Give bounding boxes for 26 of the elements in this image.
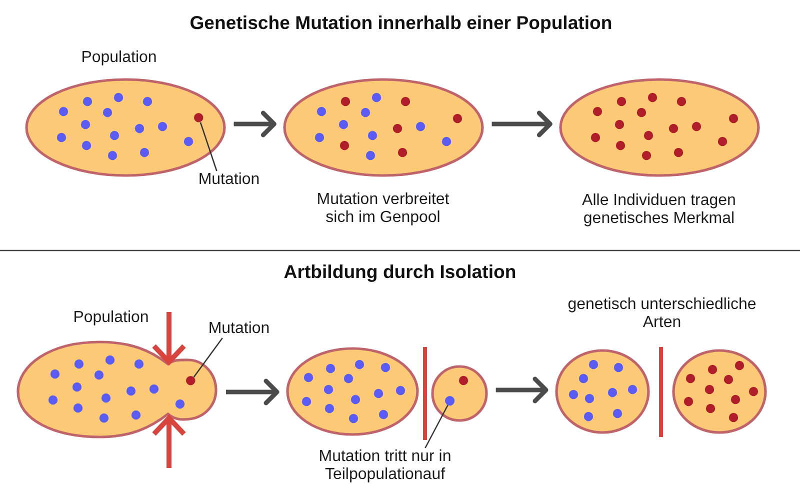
callout-label: Mutation tritt nur in Teilpopulationauf xyxy=(318,448,452,484)
population-ellipse xyxy=(558,78,760,176)
leader-line xyxy=(193,338,223,378)
callout-label: Mutation xyxy=(208,320,270,338)
mutation-dot xyxy=(186,376,196,386)
population-circle xyxy=(430,364,488,422)
callout-label: Mutation xyxy=(198,171,260,189)
title: Genetische Mutation innerhalb einer Population xyxy=(190,12,612,34)
arrow xyxy=(496,376,548,404)
group-label: genetisch unterschiedliche Arten xyxy=(567,296,757,332)
leader-line xyxy=(424,404,448,448)
population-label: Population xyxy=(73,309,149,327)
individual-dot xyxy=(445,396,455,406)
population-ellipse xyxy=(282,78,484,176)
population-ellipse xyxy=(672,348,766,434)
population-label: Population xyxy=(81,49,157,67)
description-text: Alle Individuen tragen genetisches Merkmal xyxy=(582,192,736,228)
leader-line xyxy=(200,122,218,172)
arrow xyxy=(234,110,276,138)
section-heading: Artbildung durch Isolation xyxy=(284,261,516,283)
arrow xyxy=(226,378,280,406)
description-text: Mutation verbreitet sich im Genpool xyxy=(316,191,450,227)
arrow xyxy=(492,110,552,138)
population-ellipse xyxy=(554,348,650,434)
population-ellipse xyxy=(286,346,418,436)
mutation-dot xyxy=(194,113,204,123)
